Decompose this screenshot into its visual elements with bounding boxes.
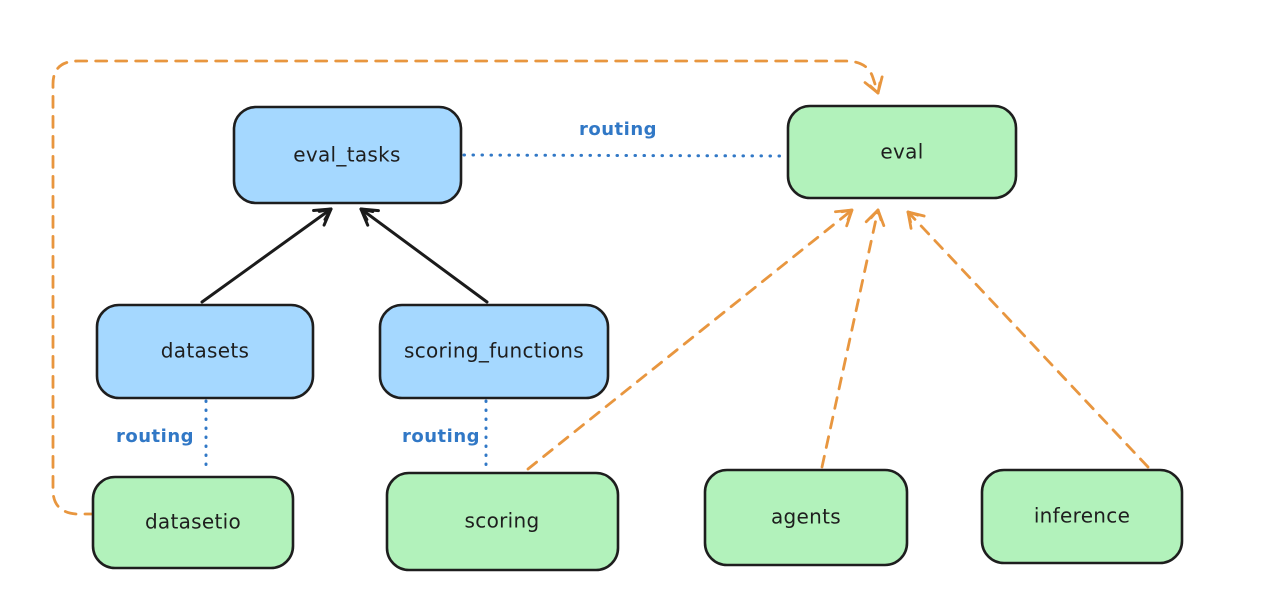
routing-label-eval-tasks-eval: routing xyxy=(579,119,657,140)
node-eval: eval xyxy=(786,104,1018,200)
node-agents: agents xyxy=(703,468,909,567)
node-inference: inference xyxy=(980,468,1184,565)
node-scoring: scoring xyxy=(385,471,620,572)
edge-routing-eval-tasks-eval xyxy=(462,153,788,158)
node-datasetio-label: datasetio xyxy=(145,510,241,534)
edge-datasets-eval-tasks xyxy=(200,207,333,304)
node-inference-label: inference xyxy=(1034,504,1130,528)
node-scoring-label: scoring xyxy=(465,509,540,533)
node-datasetio: datasetio xyxy=(91,475,295,570)
node-datasets-label: datasets xyxy=(161,339,249,363)
node-eval-tasks: eval_tasks xyxy=(232,105,463,205)
routing-label-scoring-functions-scoring: routing xyxy=(402,426,480,447)
edge-datasetio-eval-loop xyxy=(51,59,884,516)
node-eval-tasks-label: eval_tasks xyxy=(293,143,400,167)
edge-inference-eval xyxy=(906,210,1150,469)
edge-agents-eval xyxy=(820,208,886,469)
edge-scoring-eval xyxy=(526,208,854,471)
node-agents-label: agents xyxy=(771,505,841,529)
node-eval-label: eval xyxy=(880,140,923,164)
node-scoring-functions-label: scoring_functions xyxy=(404,339,584,363)
node-datasets: datasets xyxy=(95,303,315,400)
routing-label-datasets-datasetio: routing xyxy=(116,426,194,447)
edge-scoring-functions-eval-tasks xyxy=(359,207,489,304)
node-scoring-functions: scoring_functions xyxy=(378,303,610,400)
